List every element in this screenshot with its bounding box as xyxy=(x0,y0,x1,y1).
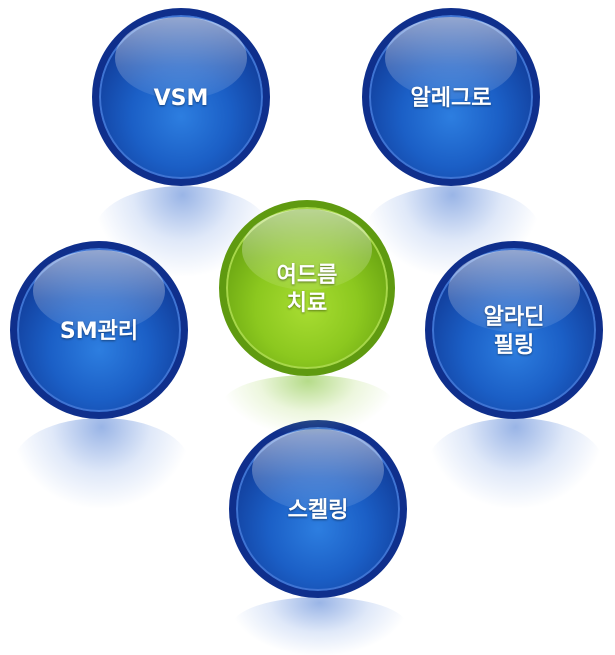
allegro-node-gloss xyxy=(385,16,517,99)
sm-node-reflection xyxy=(14,418,189,508)
scaling-node-reflection xyxy=(232,597,407,655)
aladin-node-gloss xyxy=(448,249,580,332)
vsm-node-gloss xyxy=(115,16,247,99)
aladin-node-label-line1: 알라딘 xyxy=(483,305,545,330)
allegro-node-label: 알레그로 xyxy=(410,86,492,111)
sm-node-label: SM관리 xyxy=(59,319,139,344)
center-node-gloss xyxy=(241,208,373,290)
vsm-node: VSM xyxy=(92,8,270,186)
scaling-node: 스켈링 xyxy=(229,420,407,598)
scaling-node-gloss xyxy=(252,428,384,511)
aladin-node-label-line2: 필링 xyxy=(493,333,535,358)
center-node-label-line1: 여드름 xyxy=(276,263,338,288)
scaling-node-label: 스켈링 xyxy=(287,498,349,523)
center-node: 여드름 치료 xyxy=(219,200,395,376)
vsm-node-label: VSM xyxy=(153,86,209,111)
center-node-label-line2: 치료 xyxy=(286,291,328,316)
aladin-node: 알라딘 필링 xyxy=(425,241,603,419)
allegro-node: 알레그로 xyxy=(362,8,540,186)
sm-node: SM관리 xyxy=(10,241,188,419)
aladin-node-reflection xyxy=(428,418,603,508)
sm-node-gloss xyxy=(33,249,165,332)
